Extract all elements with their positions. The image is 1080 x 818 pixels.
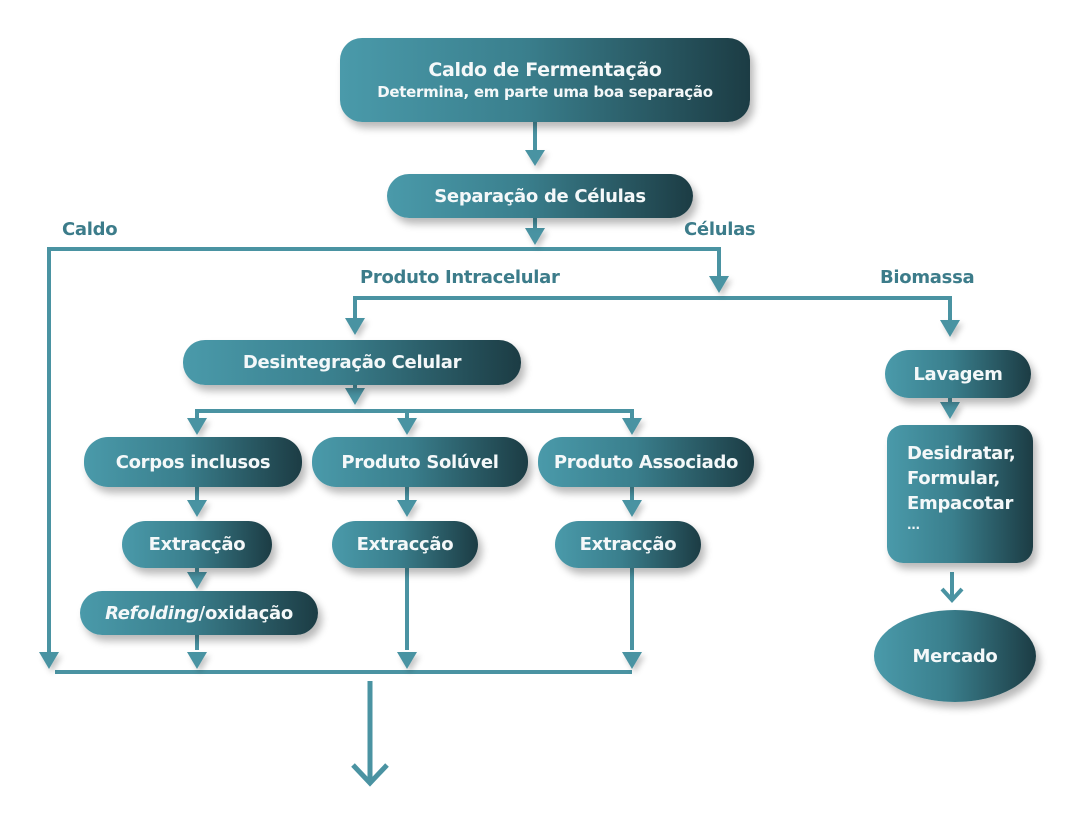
node-line: Formular,	[907, 468, 1001, 489]
node-produto-associado: Produto Associado	[538, 437, 754, 487]
node-label-italic: Refolding	[105, 602, 199, 624]
arrowhead	[187, 652, 207, 669]
node-label: Produto Associado	[553, 451, 739, 473]
arrowhead	[525, 228, 545, 245]
node-caldo-fermentacao-subtitle: Determina, em parte uma boa separação	[377, 83, 713, 101]
arrowhead	[622, 652, 642, 669]
arrowhead	[940, 402, 960, 419]
arrowhead	[187, 418, 207, 435]
node-label: Lavagem	[913, 363, 1003, 385]
node-desidratar-formular-empacotar: Desidratar, Formular, Empacotar ...	[887, 425, 1033, 563]
node-separacao-celulas: Separação de Células	[387, 174, 693, 218]
node-label: Desintegração Celular	[242, 352, 462, 373]
node-label: Corpos inclusos	[115, 451, 271, 473]
node-corpos-inclusos: Corpos inclusos	[84, 437, 302, 487]
arrowhead	[709, 276, 729, 293]
node-mercado: Mercado	[874, 610, 1036, 702]
arrowhead	[187, 572, 207, 589]
arrowhead	[397, 652, 417, 669]
node-label: Separação de Células	[434, 185, 646, 207]
node-extraccao-2: Extracção	[332, 521, 478, 568]
node-produto-soluvel: Produto Solúvel	[312, 437, 528, 487]
arrowhead	[39, 652, 59, 669]
node-extraccao-3: Extracção	[555, 521, 701, 568]
node-caldo-fermentacao: Caldo de Fermentação Determina, em parte…	[340, 38, 750, 122]
edge-label-produto-intracelular: Produto Intracelular	[360, 267, 560, 288]
arrowhead	[397, 418, 417, 435]
node-extraccao-1: Extracção	[122, 521, 272, 568]
node-line: ...	[907, 518, 920, 532]
node-label: Extracção	[148, 534, 246, 555]
node-label: /oxidação	[198, 602, 294, 624]
edge-label-celulas: Células	[684, 219, 756, 240]
node-desintegracao-celular: Desintegração Celular	[183, 340, 521, 385]
node-label: Extracção	[579, 534, 677, 555]
node-line: Empacotar	[907, 493, 1014, 514]
arrowhead	[345, 388, 365, 405]
edge-label-biomassa: Biomassa	[880, 267, 975, 288]
node-lavagem: Lavagem	[885, 350, 1031, 398]
edge-label-caldo: Caldo	[62, 219, 118, 240]
arrowhead	[397, 500, 417, 517]
node-line: Desidratar,	[907, 443, 1016, 464]
arrowhead	[187, 500, 207, 517]
arrowhead	[525, 150, 545, 166]
arrowhead	[622, 500, 642, 517]
arrowhead	[345, 318, 365, 335]
node-caldo-fermentacao-title: Caldo de Fermentação	[428, 59, 662, 81]
arrowhead	[940, 320, 960, 337]
arrowhead	[622, 418, 642, 435]
node-label: Extracção	[356, 534, 454, 555]
arrowheads	[39, 150, 960, 669]
node-label: Produto Solúvel	[341, 451, 499, 473]
node-label: Mercado	[912, 645, 998, 667]
node-refolding-oxidacao: Refolding/oxidação	[80, 591, 318, 635]
